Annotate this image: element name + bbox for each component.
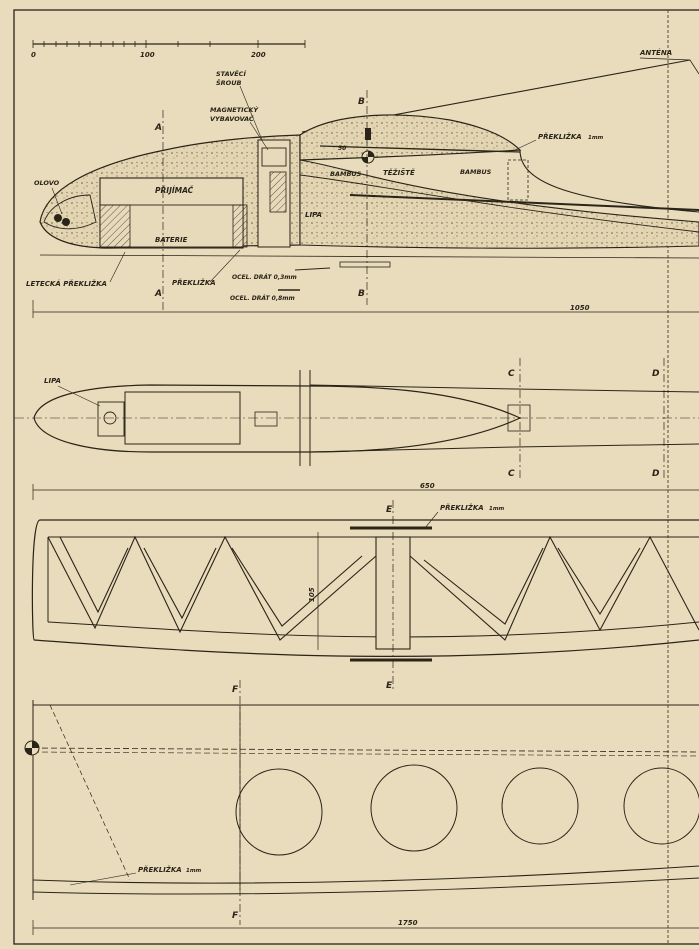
tow-hook-outline [507, 159, 529, 201]
wing-trailing-edge-inner [32, 877, 699, 895]
top-boom-upper [309, 384, 699, 393]
section-b-top: B [358, 97, 365, 107]
scale-tick-200: 200 [251, 51, 266, 59]
leader-preklizka-wing [69, 872, 137, 886]
wing-diagonal-rib [49, 704, 131, 881]
leader-magneticky [249, 121, 269, 151]
dim-105: 105 [308, 587, 316, 602]
top-receiver [124, 391, 241, 445]
label-lipa-side: LIPA [305, 211, 322, 219]
top-nose-circle [103, 411, 117, 425]
steel-wire-03 [294, 267, 331, 271]
wing-bolt [365, 128, 371, 140]
section-f-bottom: F [232, 911, 239, 921]
section-e-bottom: E [386, 681, 393, 691]
centre-of-gravity-icon [361, 150, 375, 164]
label-preklizka-truss-unit: 1mm [489, 506, 505, 512]
label-bambus-2: BAMBUS [460, 168, 492, 176]
leader-olovo [51, 187, 63, 215]
wing-pylon [299, 114, 522, 161]
dim-1050: 1050 [570, 304, 590, 312]
label-preklizka-bottom: PŘEKLIŽKA [172, 278, 216, 287]
label-staveci-1: STAVĚCÍ [216, 69, 246, 78]
wing-trailing-edge [32, 865, 699, 884]
label-lipa-top: LIPA [44, 377, 61, 385]
antenna-leader [639, 57, 699, 75]
label-antena: ANTÉNA [639, 48, 672, 57]
section-d-bottom: D [652, 469, 660, 479]
label-preklizka-top: PŘEKLIŽKA [538, 132, 582, 141]
sheet-border [13, 9, 699, 945]
tail-boom [299, 159, 699, 249]
bambus-spar [349, 194, 699, 211]
magnetic-release [261, 147, 287, 167]
centre-of-gravity-icon [24, 740, 40, 756]
dim-1750: 1750 [398, 919, 418, 927]
dim-650: 650 [420, 482, 435, 490]
nose-lead-weight-1 [54, 214, 62, 222]
lightening-hole-1 [235, 768, 323, 856]
lightening-hole-3 [501, 767, 579, 845]
label-preklizka-wing: PŘEKLIŽKA [138, 865, 182, 874]
boom-centerline [299, 174, 699, 233]
wing-plan-view: F F PŘEKLIŽKA 1mm 1750 [24, 680, 699, 935]
top-boom-lower [309, 443, 699, 453]
battery-end-right [232, 204, 248, 248]
lightening-hole-2 [370, 764, 458, 852]
top-view: C C D D LIPA [14, 358, 699, 480]
label-teziste: TĚŽIŠTĚ [383, 168, 415, 177]
truss-inner-bottom [47, 621, 699, 638]
label-ocel-drat-08: OCEL. DRÁT 0,8mm [230, 295, 295, 302]
scale-tick-0: 0 [31, 51, 36, 59]
battery-end-left [99, 204, 131, 248]
section-c-top: C [508, 369, 515, 379]
nose-cone [43, 194, 97, 230]
lipa-block [269, 171, 287, 213]
label-preklizka-top-unit: 1mm [588, 135, 604, 141]
section-b-bottom: B [358, 289, 365, 299]
section-a-bottom: A [154, 289, 162, 299]
section-c-bottom: C [508, 469, 515, 479]
label-magneticky-1: MAGNETICKÝ [210, 105, 259, 114]
label-olovo: OLOVO [34, 179, 60, 187]
section-a-top: A [154, 123, 162, 133]
label-baterie: BATERIE [155, 236, 188, 244]
section-d-top: D [652, 369, 660, 379]
skid [339, 261, 391, 268]
leader-preklizka-top [514, 139, 537, 151]
label-preklizka-truss: PŘEKLIŽKA [440, 503, 484, 512]
truss-left-end [31, 519, 41, 641]
wing-spar-line [32, 747, 699, 753]
top-nose-block [97, 401, 125, 437]
label-ocel-drat-03: OCEL. DRÁT 0,3mm [232, 274, 297, 281]
nose-lead-weight-2 [62, 218, 70, 226]
truss-outer-bottom [33, 639, 699, 657]
top-clamp [507, 404, 531, 432]
wing-spar-line-2 [32, 751, 699, 757]
wing-truss-view: 650 E E 105 PŘEKLIŽKA 1mm [31, 482, 699, 691]
leader-lipa-top [57, 385, 101, 407]
label-letecka-preklizka: LETECKÁ PŘEKLIŽKA [26, 279, 107, 288]
scale-tick-100: 100 [140, 51, 155, 59]
section-f-top: F [232, 685, 239, 695]
label-preklizka-wing-unit: 1mm [186, 868, 202, 874]
section-e-top: E [386, 505, 393, 515]
top-release [254, 411, 278, 427]
label-magneticky-2: VYBAVOVAČ [210, 114, 254, 123]
label-bambus-1: BAMBUS [330, 170, 362, 178]
side-view: ANTÉNA A A [26, 48, 699, 318]
leader-staveci [239, 85, 263, 141]
leader-letecka [109, 251, 126, 283]
label-prijimac: PŘIJÍMAČ [155, 186, 194, 195]
bottom-skin [39, 254, 699, 259]
label-angle-50: 50 [338, 145, 346, 152]
leader-preklizka-truss [424, 511, 439, 529]
scale-bar: 0 100 200 [31, 40, 306, 59]
label-staveci-2: ŠROUB [216, 78, 241, 87]
leader-preklizka-bottom [209, 249, 241, 283]
wing-lower-surface [319, 145, 521, 153]
lightening-hole-4 [623, 767, 699, 845]
truss-diagonals [47, 535, 699, 641]
